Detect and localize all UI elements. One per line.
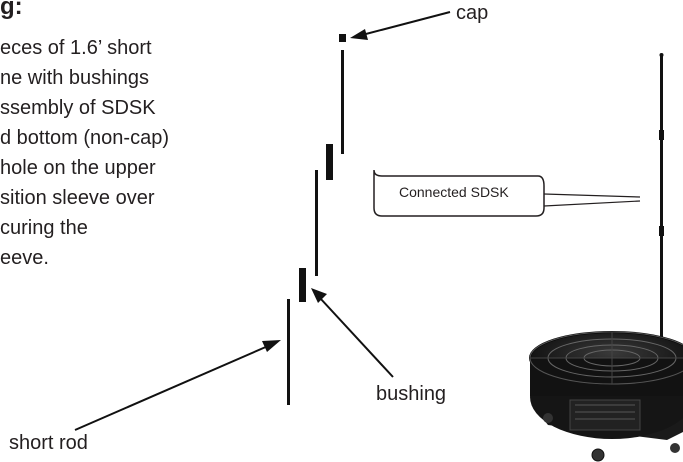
rod-segment-middle [315, 170, 318, 276]
cap-piece [339, 34, 346, 42]
instruction-line: eces of 1.6’ short [0, 37, 152, 59]
instruction-line: d bottom (non-cap) [0, 127, 169, 149]
instruction-paragraph: eces of 1.6’ short ne with bushings ssem… [0, 33, 250, 273]
instruction-line: sition sleeve over [0, 187, 155, 209]
cap-label: cap [456, 2, 489, 24]
instruction-line: curing the [0, 217, 88, 239]
bushing-label: bushing [376, 383, 447, 405]
short-rod-label: short rod [9, 432, 88, 454]
rod-segment-bottom [287, 299, 290, 405]
exploded-rod-assembly [287, 34, 346, 405]
callout-label: Connected SDSK [399, 184, 509, 200]
section-heading: g: [0, 0, 23, 20]
blower-fan-image [529, 331, 683, 462]
instruction-line: ssembly of SDSK [0, 97, 156, 119]
instruction-line: eeve. [0, 247, 49, 269]
rod-segment-top [341, 50, 344, 154]
bushing-arrow [311, 288, 394, 378]
cap-arrow [350, 11, 451, 40]
short-rod-arrow [74, 340, 281, 431]
bushing-piece-upper [326, 144, 333, 180]
bushing-piece-lower [299, 268, 306, 302]
callout-bubble [373, 169, 641, 217]
instruction-line: ne with bushings [0, 67, 149, 89]
connected-rod [659, 53, 664, 346]
instruction-line: hole on the upper [0, 157, 156, 179]
